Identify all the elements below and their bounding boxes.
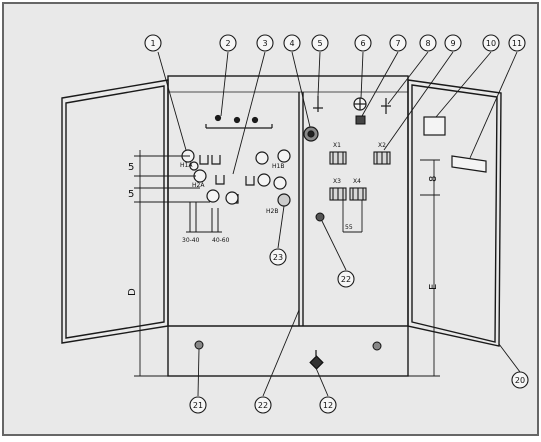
- label-h2a: H2A: [192, 182, 205, 189]
- callout-3: 3: [262, 39, 267, 48]
- callout-2: 2: [225, 39, 230, 48]
- callout-4: 4: [289, 39, 294, 48]
- callout-11: 11: [512, 39, 522, 48]
- dim-5a: 5: [128, 162, 134, 173]
- dim-5b: 5: [128, 189, 134, 200]
- label-h1b: H1B: [272, 163, 284, 170]
- callout-7: 7: [395, 39, 400, 48]
- label-x4: X4: [353, 178, 361, 185]
- fuse-block-7: [355, 115, 366, 125]
- dimension-lines-right: [408, 159, 440, 377]
- left-door: [61, 79, 169, 344]
- callout-22-bottom: 22: [258, 401, 268, 410]
- meter-6: [353, 97, 367, 111]
- fuse-rails: [186, 202, 222, 233]
- dim-55-label: 55: [345, 224, 353, 231]
- gland-right: [372, 341, 382, 351]
- cabinet-body: [167, 75, 409, 377]
- callout-23: 23: [273, 253, 283, 262]
- dim-55: [342, 200, 363, 233]
- dimension-lines-left: [134, 150, 210, 377]
- right-door: [407, 79, 502, 347]
- ground-symbol-top: [313, 96, 323, 112]
- label-h1a: H1A: [180, 162, 193, 169]
- terminal-blocks: [329, 151, 391, 201]
- callout-10: 10: [486, 39, 496, 48]
- switch-knob: [303, 126, 319, 142]
- dim-d: D: [127, 288, 138, 296]
- callout-6: 6: [360, 39, 365, 48]
- fuse-bases: [181, 149, 291, 207]
- callout-9: 9: [450, 39, 455, 48]
- callout-21: 21: [193, 401, 203, 410]
- label-x2: X2: [378, 142, 386, 149]
- lock-12: [309, 350, 324, 370]
- label-h2b: H2B: [266, 208, 278, 215]
- callout-1: 1: [150, 39, 155, 48]
- top-rail: [205, 114, 273, 129]
- door-plate-11: [451, 155, 487, 173]
- dim-e: E: [428, 284, 439, 290]
- dim-8: 8: [428, 176, 439, 182]
- callout-5: 5: [317, 39, 322, 48]
- callouts: [144, 34, 529, 414]
- label-x1: X1: [333, 142, 341, 149]
- callout-20: 20: [515, 376, 525, 385]
- label-x3: X3: [333, 178, 341, 185]
- ground-symbol-8: [381, 98, 391, 114]
- callout-8: 8: [425, 39, 430, 48]
- gland-22: [315, 212, 325, 222]
- gland-21: [194, 340, 204, 350]
- range-30-40: 30-40: [182, 237, 200, 244]
- callout-12: 12: [323, 401, 333, 410]
- door-window-10: [423, 116, 446, 136]
- callout-22-right: 22: [341, 275, 351, 284]
- range-40-60: 40-60: [212, 237, 230, 244]
- leader-lines: [157, 51, 521, 397]
